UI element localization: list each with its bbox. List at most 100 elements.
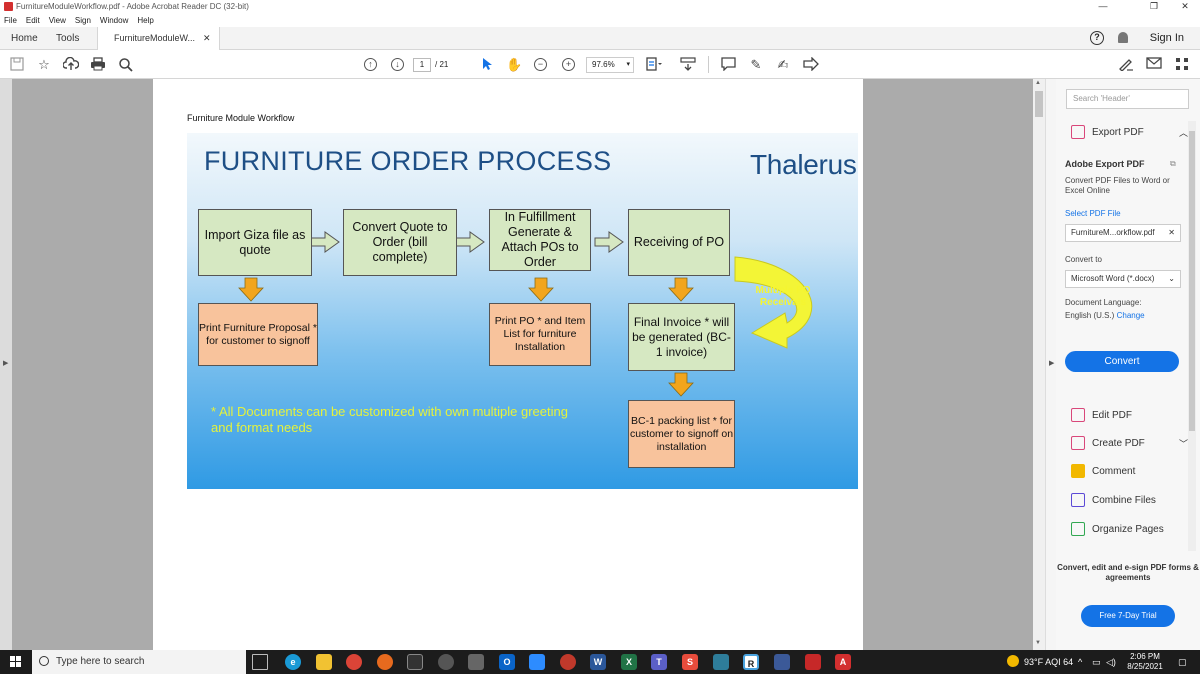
weather-icon[interactable] bbox=[1007, 655, 1019, 667]
help-icon[interactable]: ? bbox=[1090, 31, 1104, 45]
scrollbar-thumb[interactable] bbox=[1035, 91, 1043, 117]
app-icon[interactable]: S bbox=[682, 654, 698, 670]
next-page-icon[interactable]: ↓ bbox=[391, 58, 404, 71]
chrome-icon[interactable] bbox=[346, 654, 362, 670]
remove-file-icon[interactable]: ✕ bbox=[1168, 228, 1175, 237]
promo-text: Convert, edit and e-sign PDF forms & agr… bbox=[1057, 563, 1199, 582]
tab-close-icon[interactable]: ✕ bbox=[203, 33, 211, 43]
restore-button[interactable]: ❐ bbox=[1149, 1, 1159, 11]
scroll-down-icon[interactable]: ▼ bbox=[1035, 640, 1041, 646]
title-bar: FurnitureModuleWorkflow.pdf - Adobe Acro… bbox=[0, 0, 1200, 13]
comment-icon[interactable] bbox=[720, 57, 736, 73]
app-icon[interactable]: R bbox=[743, 654, 759, 670]
bell-icon[interactable] bbox=[1118, 32, 1128, 43]
change-language-link[interactable]: Change bbox=[1116, 311, 1145, 320]
doc-language-value: English (U.S.) bbox=[1065, 311, 1115, 320]
teams-icon[interactable]: T bbox=[651, 654, 667, 670]
previous-page-icon[interactable]: ↑ bbox=[364, 58, 377, 71]
right-pane-toggle[interactable]: ▶ bbox=[1045, 79, 1056, 650]
share-icon[interactable] bbox=[803, 56, 819, 73]
notification-icon[interactable]: ▢ bbox=[1178, 657, 1187, 667]
tool-organize-pages[interactable]: Organize Pages bbox=[1056, 520, 1188, 538]
menu-view[interactable]: View bbox=[48, 15, 66, 25]
hand-tool-icon[interactable]: ✋ bbox=[506, 57, 523, 72]
weather-text[interactable]: 93°F AQI 64 bbox=[1024, 657, 1074, 667]
tab-tools[interactable]: Tools bbox=[56, 33, 80, 44]
page-current-input[interactable]: 1 bbox=[413, 58, 431, 72]
tools-search-input[interactable]: Search 'Header' bbox=[1066, 89, 1189, 109]
chevron-up-icon[interactable]: ︿ bbox=[1178, 127, 1188, 138]
firefox-icon[interactable] bbox=[377, 654, 393, 670]
volume-icon[interactable]: ◁) bbox=[1106, 657, 1116, 667]
close-window-button[interactable]: ✕ bbox=[1181, 1, 1189, 11]
copy-icon[interactable]: ⧉ bbox=[1170, 159, 1176, 168]
app-icon[interactable] bbox=[805, 654, 821, 670]
acrobat-taskbar-icon[interactable]: A bbox=[835, 654, 851, 670]
menu-window[interactable]: Window bbox=[99, 15, 129, 25]
network-icon[interactable]: ▭ bbox=[1092, 657, 1101, 667]
menu-sign[interactable]: Sign bbox=[74, 15, 91, 25]
select-cursor-icon[interactable] bbox=[479, 57, 495, 73]
app-icon[interactable] bbox=[774, 654, 790, 670]
star-icon[interactable]: ☆ bbox=[38, 57, 50, 72]
menu-help[interactable]: Help bbox=[137, 15, 154, 25]
tool-combine-files[interactable]: Combine Files bbox=[1056, 491, 1188, 509]
scrollbar-thumb[interactable] bbox=[1189, 131, 1195, 431]
convert-format-select[interactable]: Microsoft Word (*.docx)⌄ bbox=[1065, 270, 1181, 288]
scroll-up-icon[interactable]: ▲ bbox=[1035, 80, 1041, 86]
save-icon[interactable] bbox=[9, 57, 25, 73]
excel-icon[interactable]: X bbox=[621, 654, 637, 670]
outlook-icon[interactable]: O bbox=[499, 654, 515, 670]
zoom-in-icon[interactable]: + bbox=[562, 58, 575, 71]
page-heading: Furniture Module Workflow bbox=[187, 113, 295, 123]
minimize-button[interactable]: — bbox=[1098, 1, 1108, 11]
app-icon[interactable] bbox=[438, 654, 454, 670]
selected-file-field[interactable]: FurnitureM...orkflow.pdf✕ bbox=[1065, 224, 1181, 242]
email-icon[interactable] bbox=[1146, 57, 1162, 73]
export-pdf-header[interactable]: Export PDF ︿ bbox=[1056, 123, 1188, 141]
scroll-mode-icon[interactable] bbox=[680, 57, 696, 73]
tab-document[interactable]: FurnitureModuleW...✕ bbox=[97, 27, 220, 51]
tool-comment[interactable]: Comment bbox=[1056, 462, 1188, 480]
cloud-upload-icon[interactable] bbox=[62, 56, 80, 73]
print-icon[interactable] bbox=[90, 57, 106, 73]
zoom-app-icon[interactable] bbox=[529, 654, 545, 670]
app-icon[interactable] bbox=[560, 654, 576, 670]
tools-pane-scrollbar[interactable] bbox=[1188, 121, 1196, 551]
sign-in-button[interactable]: Sign In bbox=[1149, 32, 1184, 44]
zoom-out-icon[interactable]: − bbox=[534, 58, 547, 71]
left-panel-toggle[interactable]: ▶ bbox=[0, 79, 12, 650]
app-icon[interactable] bbox=[713, 654, 729, 670]
fit-page-icon[interactable] bbox=[646, 57, 662, 73]
fill-sign-icon[interactable] bbox=[1118, 57, 1134, 73]
combine-files-icon bbox=[1071, 493, 1085, 507]
free-trial-button[interactable]: Free 7-Day Trial bbox=[1081, 605, 1175, 627]
app-icon[interactable] bbox=[468, 654, 484, 670]
convert-button[interactable]: Convert bbox=[1065, 351, 1179, 372]
magnifier-icon[interactable] bbox=[118, 57, 134, 73]
windows-start-icon[interactable] bbox=[10, 656, 22, 668]
tab-home[interactable]: Home bbox=[11, 33, 38, 44]
word-icon[interactable]: W bbox=[590, 654, 606, 670]
task-view-icon[interactable] bbox=[252, 654, 268, 670]
pen-icon[interactable]: ✎ bbox=[750, 57, 762, 72]
document-scrollbar[interactable]: ▲ ▼ bbox=[1033, 79, 1045, 650]
chevron-down-icon[interactable]: ﹀ bbox=[1178, 438, 1188, 449]
tool-create-pdf[interactable]: Create PDF ﹀ bbox=[1056, 434, 1188, 452]
edge-icon[interactable]: e bbox=[285, 654, 301, 670]
zoom-level-select[interactable]: 97.6%▾ bbox=[586, 57, 634, 73]
page-number-box: 1/ 21 bbox=[413, 57, 463, 73]
terminal-icon[interactable] bbox=[407, 654, 423, 670]
system-clock[interactable]: 2:06 PM 8/25/2021 bbox=[1125, 652, 1165, 672]
tool-label: Comment bbox=[1092, 465, 1136, 477]
file-explorer-icon[interactable] bbox=[316, 654, 332, 670]
tray-chevron-icon[interactable]: ^ bbox=[1078, 657, 1083, 667]
sign-icon[interactable]: ✍ bbox=[777, 57, 789, 72]
more-options-icon[interactable] bbox=[1174, 57, 1190, 73]
select-pdf-link[interactable]: Select PDF File bbox=[1065, 209, 1121, 218]
taskbar-search-input[interactable]: Type here to search bbox=[32, 650, 246, 674]
clock-date: 8/25/2021 bbox=[1127, 662, 1163, 671]
menu-file[interactable]: File bbox=[4, 15, 17, 25]
tool-edit-pdf[interactable]: Edit PDF bbox=[1056, 406, 1188, 424]
menu-edit[interactable]: Edit bbox=[25, 15, 40, 25]
